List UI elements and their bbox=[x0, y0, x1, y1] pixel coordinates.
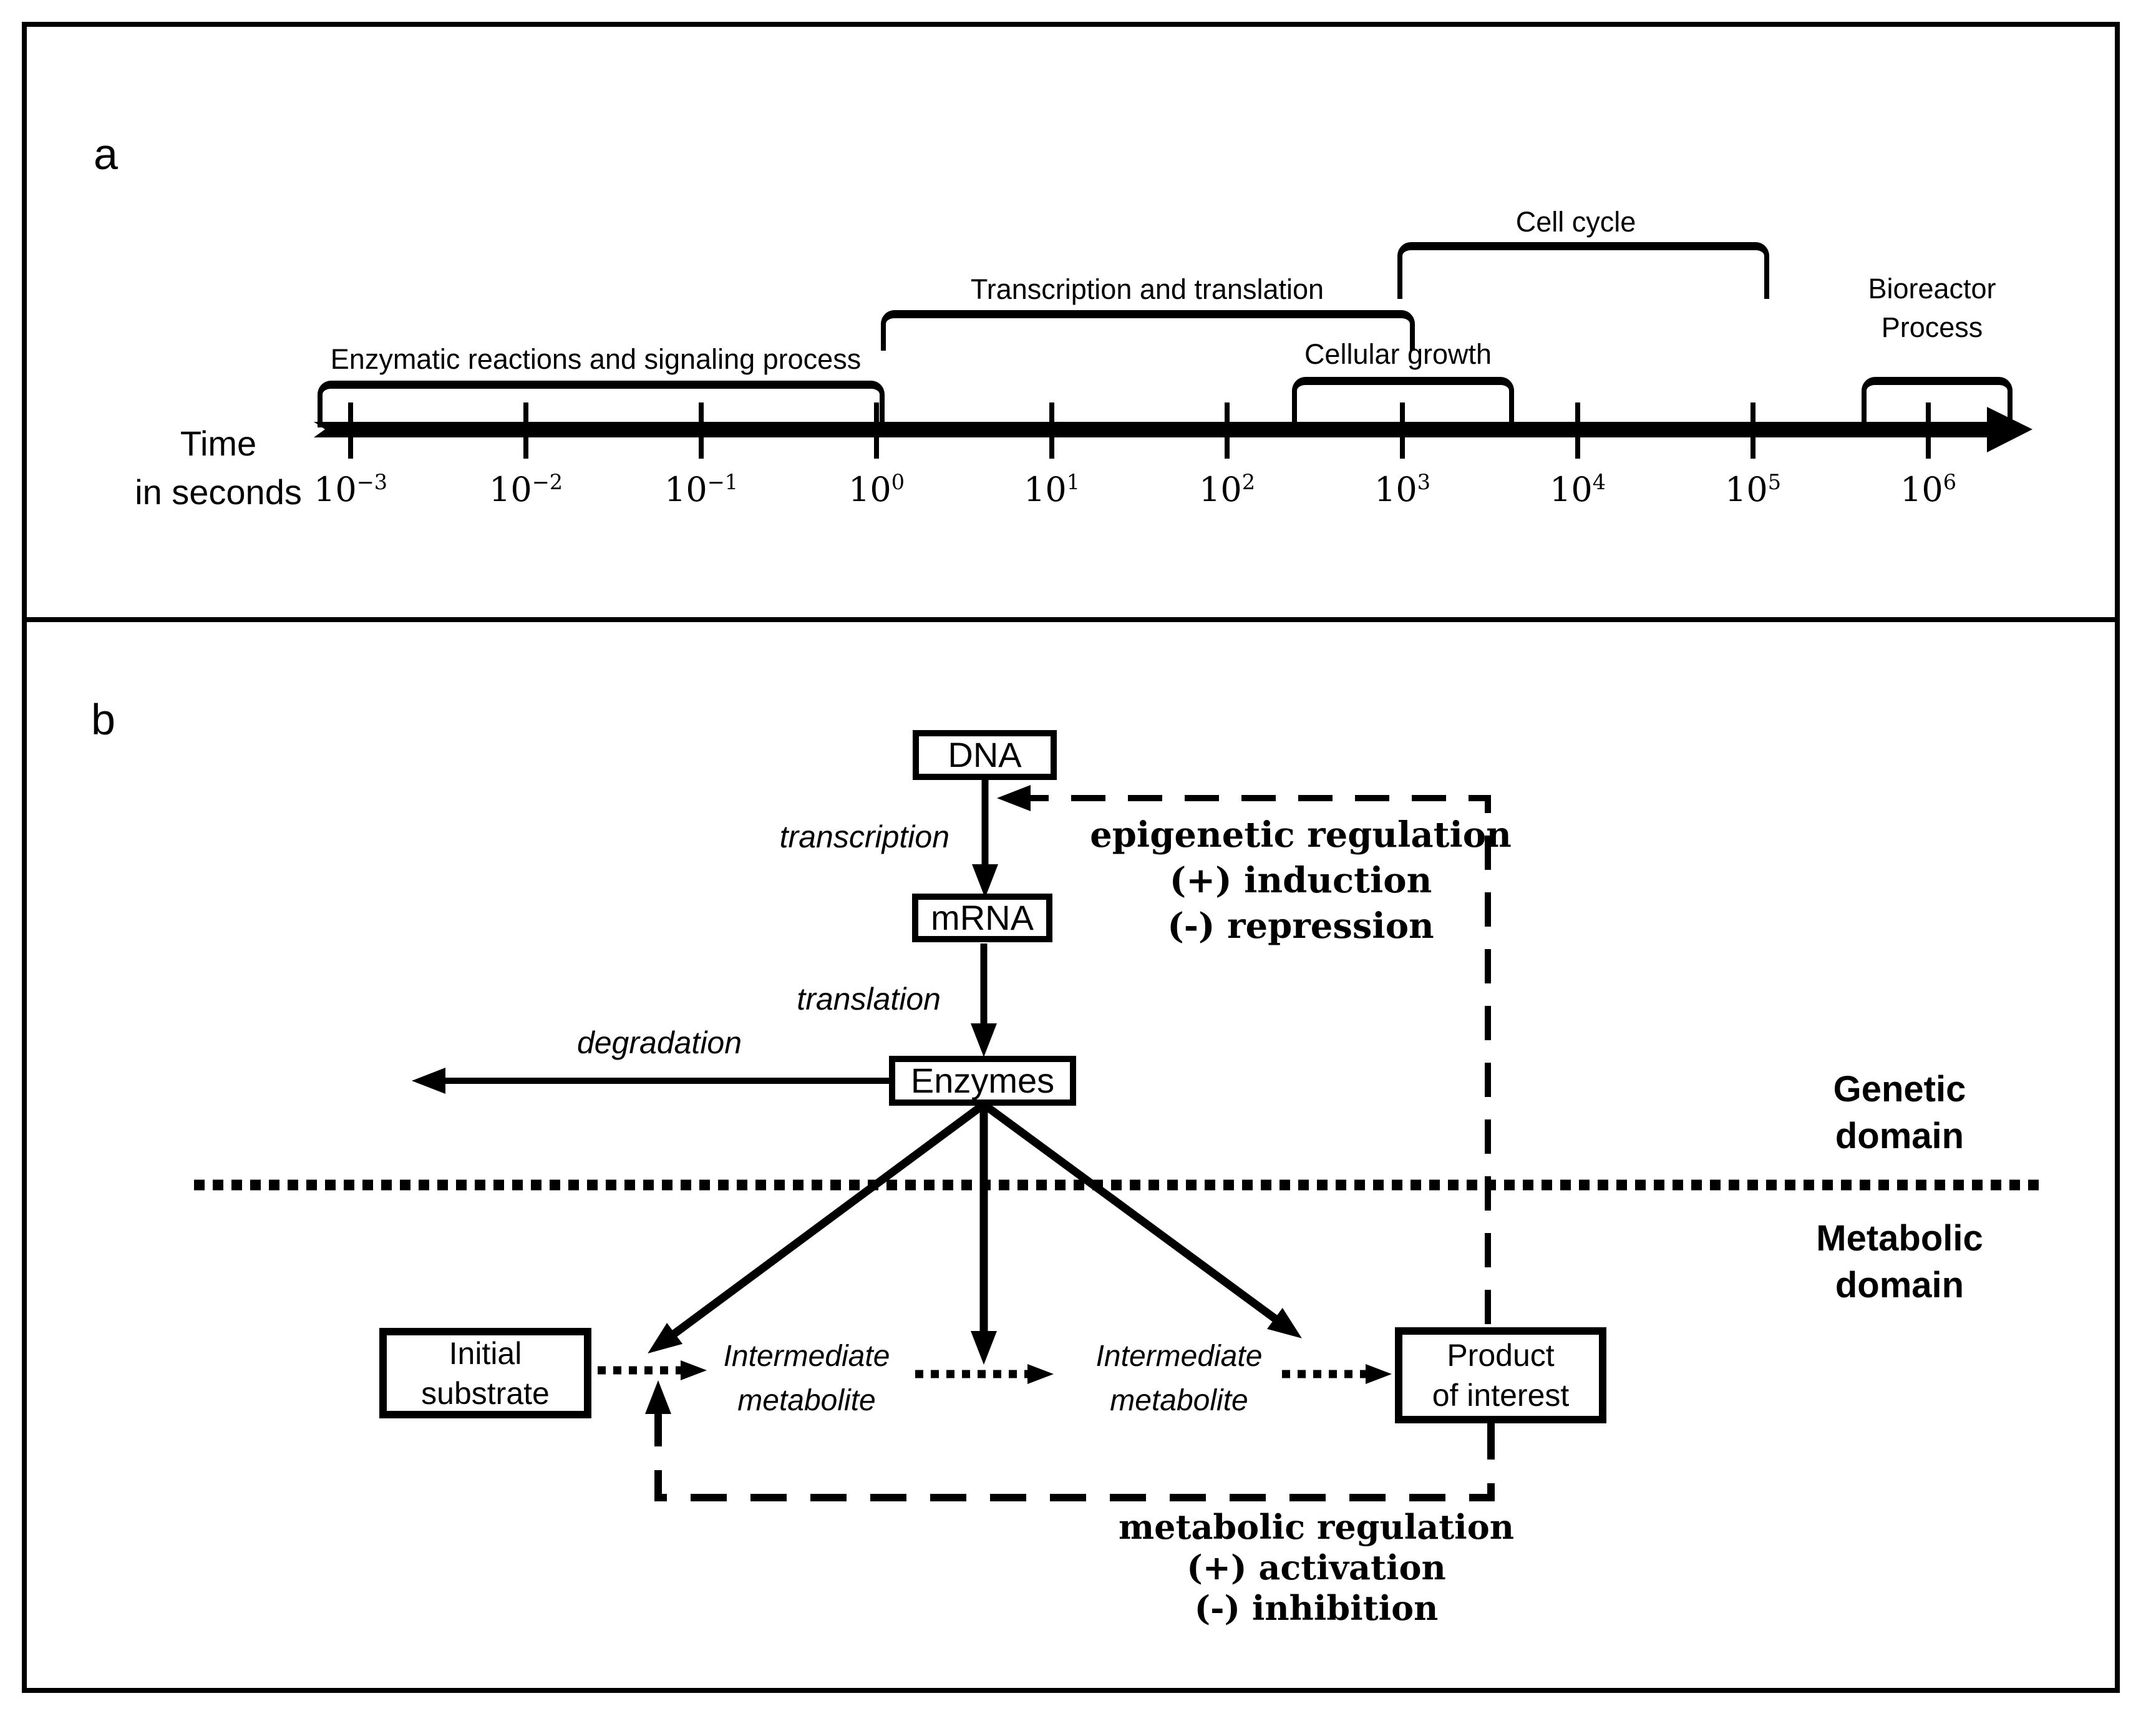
dna-box: DNA bbox=[913, 730, 1057, 780]
genetic-domain-line1: Genetic bbox=[1833, 1069, 1966, 1109]
mrna-box: mRNA bbox=[912, 894, 1052, 942]
metabolic-plus: (+) activation bbox=[1187, 1548, 1446, 1587]
metabolic-feedback-dashed bbox=[645, 1380, 1495, 1501]
panel-a-label: a bbox=[94, 130, 118, 178]
epigenetic-title: epigenetic regulation bbox=[1090, 814, 1512, 856]
tick-mark bbox=[1225, 402, 1230, 459]
tick-label: 102 bbox=[1198, 470, 1255, 509]
bracket-bioreactor-label-line1: Bioreactor bbox=[1868, 273, 1996, 305]
dna-box-label: DNA bbox=[948, 735, 1022, 774]
bracket-transcription-translation-label: Transcription and translation bbox=[970, 273, 1324, 305]
tick-mark bbox=[874, 402, 879, 459]
tick-label: 104 bbox=[1549, 470, 1606, 509]
product-label-line2: of interest bbox=[1432, 1378, 1570, 1413]
bracket-enzymatic-label: Enzymatic reactions and signaling proces… bbox=[330, 343, 862, 375]
tick-mark bbox=[1400, 402, 1405, 459]
metabolic-domain-line1: Metabolic bbox=[1816, 1218, 1983, 1259]
metabolic-minus: (-) inhibition bbox=[1194, 1588, 1439, 1628]
tick-label: 10−3 bbox=[313, 470, 388, 509]
bracket-cell-cycle-label: Cell cycle bbox=[1515, 206, 1636, 238]
degradation-label: degradation bbox=[576, 1025, 742, 1060]
initial-substrate-label-line2: substrate bbox=[421, 1375, 550, 1411]
initial-substrate-box: Initial substrate bbox=[379, 1328, 591, 1418]
time-axis-label-line1: Time bbox=[180, 424, 257, 463]
panel-b-label: b bbox=[91, 695, 115, 744]
initial-substrate-label-line1: Initial bbox=[449, 1335, 522, 1371]
time-axis-label: Time in seconds bbox=[119, 419, 318, 517]
bracket-transcription-translation bbox=[881, 310, 1415, 351]
bracket-cellular-growth-label: Cellular growth bbox=[1304, 338, 1492, 370]
tick-label: 100 bbox=[848, 470, 905, 509]
product-label-line1: Product bbox=[1447, 1338, 1555, 1373]
enzyme-fan-arrow-left bbox=[648, 1101, 986, 1353]
intermediate-1-line1: Intermediate bbox=[723, 1340, 890, 1373]
metabolic-regulation-text: metabolic regulation (+) activation (-) … bbox=[1067, 1507, 1566, 1629]
bracket-cell-cycle bbox=[1397, 242, 1769, 299]
time-axis-label-line2: in seconds bbox=[135, 472, 302, 512]
tick-mark bbox=[1751, 402, 1755, 459]
genetic-domain-line2: domain bbox=[1835, 1116, 1964, 1156]
bracket-enzymatic bbox=[318, 381, 885, 427]
tick-mark bbox=[1926, 402, 1931, 459]
epigenetic-feedback-dashed bbox=[997, 785, 1491, 1324]
tick-mark bbox=[1049, 402, 1054, 459]
bracket-bioreactor bbox=[1862, 377, 2013, 426]
metabolic-title: metabolic regulation bbox=[1119, 1507, 1514, 1547]
bracket-bioreactor-label-line2: Process bbox=[1881, 311, 1983, 343]
tick-label: 106 bbox=[1900, 470, 1956, 509]
enzymes-box: Enzymes bbox=[889, 1056, 1076, 1106]
genetic-domain-label: Genetic domain bbox=[1744, 1066, 2056, 1159]
epigenetic-regulation-text: epigenetic regulation (+) induction (-) … bbox=[1051, 812, 1550, 949]
enzyme-fan-arrow-right bbox=[981, 1101, 1302, 1338]
enzymes-box-label: Enzymes bbox=[910, 1061, 1055, 1100]
tick-mark bbox=[523, 402, 528, 459]
tick-mark bbox=[1575, 402, 1580, 459]
tick-label: 10−1 bbox=[664, 470, 739, 509]
outer-frame bbox=[22, 22, 2120, 1693]
intermediate-1-line2: metabolite bbox=[737, 1384, 876, 1417]
bracket-bioreactor-label: Bioreactor Process bbox=[1745, 270, 2119, 347]
tick-mark bbox=[699, 402, 704, 459]
transcription-label: transcription bbox=[779, 819, 949, 854]
timeline-bar bbox=[314, 422, 1991, 437]
epigenetic-minus: (-) repression bbox=[1167, 905, 1434, 947]
intermediate-metabolite-1: Intermediate metabolite bbox=[682, 1334, 931, 1423]
tick-label: 103 bbox=[1374, 470, 1430, 509]
tick-label: 10−2 bbox=[488, 470, 563, 509]
panel-divider-line bbox=[22, 617, 2120, 622]
product-of-interest-box: Product of interest bbox=[1395, 1327, 1606, 1423]
mrna-box-label: mRNA bbox=[931, 898, 1034, 937]
bracket-cellular-growth bbox=[1292, 377, 1514, 426]
tick-mark bbox=[348, 402, 353, 459]
intermediate-2-line1: Intermediate bbox=[1095, 1340, 1263, 1373]
tick-label: 105 bbox=[1724, 470, 1781, 509]
metabolic-domain-label: Metabolic domain bbox=[1744, 1215, 2056, 1309]
timeline-arrowhead-icon bbox=[1987, 407, 2032, 452]
tick-label: 101 bbox=[1023, 470, 1080, 509]
intermediate-metabolite-2: Intermediate metabolite bbox=[1054, 1334, 1304, 1423]
intermediate-2-line2: metabolite bbox=[1110, 1384, 1248, 1417]
translation-label: translation bbox=[797, 982, 941, 1016]
metabolic-domain-line2: domain bbox=[1835, 1265, 1964, 1305]
epigenetic-plus: (+) induction bbox=[1169, 860, 1432, 901]
